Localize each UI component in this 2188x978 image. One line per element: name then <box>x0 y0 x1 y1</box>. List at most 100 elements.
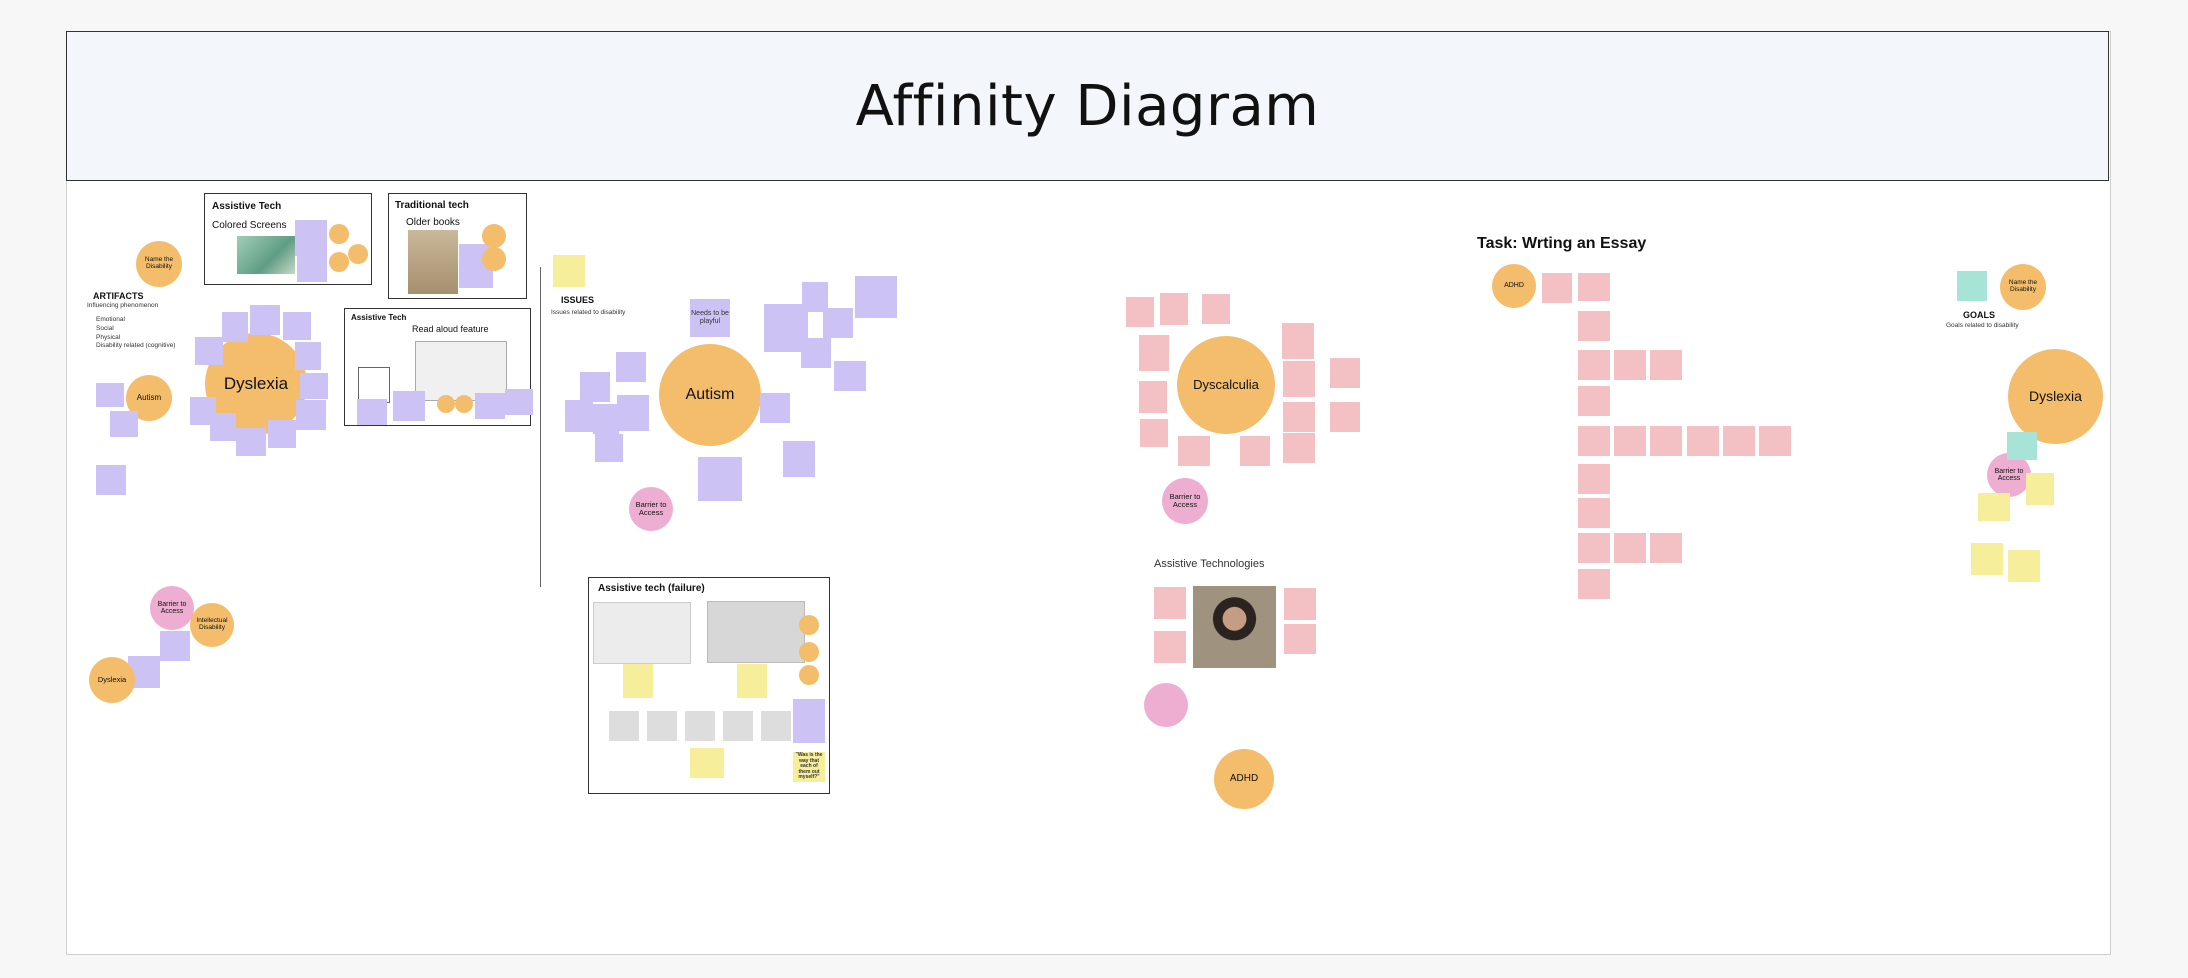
sticky-note[interactable] <box>1283 433 1315 463</box>
tag-circle[interactable] <box>799 642 819 662</box>
sticky-note[interactable] <box>1139 381 1167 413</box>
adhd-task-circle[interactable]: ADHD <box>1492 264 1536 308</box>
sticky-note[interactable] <box>296 400 326 430</box>
sticky-note[interactable] <box>222 312 248 342</box>
sticky-note[interactable] <box>623 664 653 698</box>
sticky-note[interactable] <box>1650 533 1682 563</box>
sticky-note[interactable] <box>1687 426 1719 456</box>
barrier-circle[interactable]: Barrier to Access <box>150 586 194 630</box>
sticky-note[interactable] <box>295 342 321 370</box>
sticky-note[interactable] <box>2008 550 2040 582</box>
dyslexia-goal-circle[interactable]: Dyslexia <box>2008 349 2103 444</box>
read-aloud-frame[interactable]: Assistive Tech Read aloud feature <box>344 308 533 426</box>
sticky-note[interactable] <box>1330 402 1360 432</box>
tag-circle[interactable] <box>799 665 819 685</box>
sticky-note[interactable] <box>1139 335 1169 371</box>
name-disability-circle[interactable]: Name the Disability <box>136 241 182 287</box>
sticky-note[interactable] <box>617 395 649 431</box>
sticky-note[interactable] <box>1283 402 1315 432</box>
sticky-note[interactable] <box>1126 297 1154 327</box>
sticky-note[interactable] <box>593 404 619 434</box>
sticky-note[interactable] <box>1578 464 1610 494</box>
sticky-note[interactable] <box>1578 311 1610 341</box>
sticky-note[interactable] <box>357 399 387 425</box>
needs-playful-note[interactable]: Needs to be playful <box>690 299 730 337</box>
sticky-note[interactable] <box>110 411 138 437</box>
barrier-circle[interactable]: Barrier to Access <box>1162 478 1208 524</box>
quote-note[interactable]: "Was is the way that each of them out my… <box>793 752 825 782</box>
intellectual-disability-circle[interactable]: Intellectual Disability <box>190 603 234 647</box>
sticky-note[interactable] <box>1154 631 1186 663</box>
sticky-note[interactable] <box>96 465 126 495</box>
sticky-note[interactable] <box>1160 293 1188 325</box>
sticky-note[interactable] <box>96 383 124 407</box>
sticky-note[interactable] <box>1578 533 1610 563</box>
assistive-tech-frame[interactable]: Assistive Tech Colored Screens <box>204 193 372 285</box>
sticky-note[interactable] <box>1578 569 1610 599</box>
tag-circle[interactable] <box>348 244 368 264</box>
adhd-circle[interactable]: ADHD <box>1214 749 1274 809</box>
sticky-note[interactable] <box>393 391 425 421</box>
dyscalculia-circle[interactable]: Dyscalculia <box>1177 336 1275 434</box>
sticky-note[interactable] <box>250 305 280 335</box>
sticky-note[interactable] <box>801 338 831 368</box>
sticky-note[interactable] <box>553 255 585 287</box>
sticky-note[interactable] <box>236 428 266 456</box>
sticky-note[interactable] <box>793 699 825 743</box>
sticky-note[interactable] <box>1154 587 1186 619</box>
sticky-note[interactable] <box>2007 432 2037 460</box>
sticky-note[interactable] <box>297 254 327 282</box>
sticky-note[interactable] <box>764 304 808 352</box>
sticky-note[interactable] <box>1578 426 1610 456</box>
barrier-circle[interactable]: Barrier to Access <box>1987 453 2031 497</box>
sticky-note[interactable] <box>1971 543 2003 575</box>
sticky-note[interactable] <box>1759 426 1791 456</box>
assistive-failure-frame[interactable]: Assistive tech (failure) "Was is the way… <box>588 577 830 794</box>
sticky-note[interactable] <box>1578 498 1610 528</box>
traditional-tech-frame[interactable]: Traditional tech Older books <box>388 193 527 299</box>
sticky-note[interactable] <box>565 400 593 432</box>
sticky-note[interactable] <box>1614 426 1646 456</box>
sticky-note[interactable] <box>1723 426 1755 456</box>
sticky-note[interactable] <box>760 393 790 423</box>
sticky-note[interactable] <box>1284 624 1316 654</box>
sticky-note[interactable] <box>1284 588 1316 620</box>
sticky-note[interactable] <box>1957 271 1987 301</box>
sticky-note[interactable] <box>1178 436 1210 466</box>
sticky-note[interactable] <box>505 389 533 415</box>
tag-circle[interactable] <box>799 615 819 635</box>
sticky-note[interactable] <box>690 748 724 778</box>
sticky-note[interactable] <box>1614 533 1646 563</box>
sticky-note[interactable] <box>1578 386 1610 416</box>
sticky-note[interactable] <box>268 420 296 448</box>
sticky-note[interactable] <box>1578 273 1610 301</box>
sticky-note[interactable] <box>1330 358 1360 388</box>
tag-circle[interactable] <box>482 224 506 248</box>
sticky-note[interactable] <box>1542 273 1572 303</box>
sticky-note[interactable] <box>1614 350 1646 380</box>
sticky-note[interactable] <box>1978 493 2010 521</box>
sticky-note[interactable] <box>698 457 742 501</box>
sticky-note[interactable] <box>855 276 897 318</box>
sticky-note[interactable] <box>783 441 815 477</box>
sticky-note[interactable] <box>283 312 311 340</box>
sticky-note[interactable] <box>1240 436 1270 466</box>
sticky-note[interactable] <box>834 361 866 391</box>
name-disability-goal-circle[interactable]: Name the Disability <box>2000 264 2046 310</box>
tag-circle[interactable] <box>329 252 349 272</box>
sticky-note[interactable] <box>595 434 623 462</box>
sticky-note[interactable] <box>580 372 610 402</box>
sticky-note[interactable] <box>1578 350 1610 380</box>
sticky-note[interactable] <box>300 373 328 399</box>
tag-circle[interactable] <box>482 247 506 271</box>
tag-circle[interactable] <box>329 224 349 244</box>
sticky-note[interactable] <box>1283 361 1315 397</box>
sticky-note[interactable] <box>1650 350 1682 380</box>
sticky-note[interactable] <box>475 393 505 419</box>
sticky-note[interactable] <box>195 337 223 365</box>
sticky-note[interactable] <box>160 631 190 661</box>
sticky-note[interactable] <box>2026 473 2054 505</box>
tag-circle[interactable] <box>455 395 473 413</box>
sticky-note[interactable] <box>1650 426 1682 456</box>
sticky-note[interactable] <box>616 352 646 382</box>
